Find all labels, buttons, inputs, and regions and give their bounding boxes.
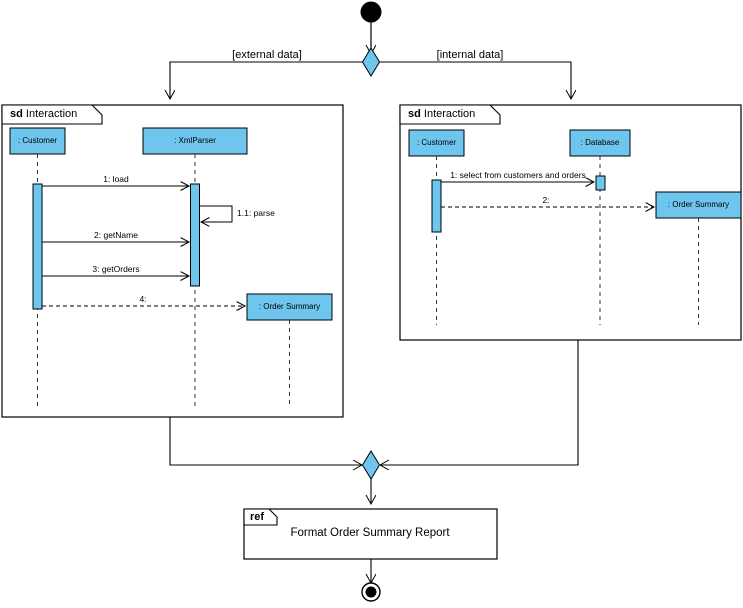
right-message-label-1: 1: select from customers and orders: [450, 170, 586, 180]
flow-right-frame-to-merge: [380, 340, 579, 465]
left-frame-keyword: sd: [10, 108, 23, 120]
left-lifeline-label-customer: : Customer: [17, 136, 58, 145]
right-lifeline-label-database: : Database: [580, 138, 620, 147]
initial-node: [360, 1, 382, 23]
ref-frame-tab: [243, 508, 278, 526]
left-message-label-3: 3: getOrders: [92, 264, 140, 274]
ref-frame-border: [243, 508, 498, 560]
flow-decision-to-left-frame: [170, 61, 363, 99]
right-frame-name: Interaction: [423, 108, 476, 120]
right-frame-tab-label: sd Interaction: [408, 109, 475, 120]
right-frame-tab: [399, 104, 501, 125]
decision-diamond: [361, 47, 381, 77]
right-lifeline-label-ordersummary: : Order Summary: [667, 200, 730, 209]
right-activation-database: [595, 175, 606, 191]
right-lifeline-label-customer: : Customer: [416, 138, 457, 147]
left-lifeline-label-ordersummary: : Order Summary: [258, 302, 321, 311]
left-message-label-4: 4:: [139, 294, 147, 304]
merge-diamond: [361, 450, 381, 480]
left-frame-border: [1, 104, 344, 418]
ref-frame-title: Format Order Summary Report: [290, 527, 450, 539]
left-lifeline-head-ordersummary: [246, 293, 333, 321]
left-lifeline-head-customer: [9, 127, 66, 155]
right-message-label-2: 2:: [542, 195, 550, 205]
activity-final-node-inner: [365, 586, 377, 598]
right-lifeline-head-ordersummary: [655, 191, 742, 219]
left-message-1-1-parse: [199, 205, 233, 222]
guard-label-internal: [internal data]: [436, 49, 504, 61]
right-activation-customer: [431, 179, 442, 233]
left-message-label-2: 2: getName: [94, 230, 138, 240]
guard-label-external: [external data]: [232, 49, 302, 61]
right-frame-keyword: sd: [408, 108, 421, 120]
ref-keyword-text: ref: [250, 511, 265, 523]
left-frame-tab: [1, 104, 103, 125]
left-frame-tab-label: sd Interaction: [10, 109, 77, 120]
flow-left-frame-to-merge: [169, 417, 362, 465]
left-activation-xmlparser: [190, 183, 200, 287]
left-activation-customer: [32, 183, 43, 310]
left-lifeline-label-xmlparser: : XmlParser: [174, 136, 216, 145]
flow-decision-to-right-frame: [379, 61, 572, 99]
right-lifeline-head-database: [569, 129, 631, 157]
left-message-label-1-1: 1.1: parse: [237, 208, 275, 218]
left-message-label-1: 1: load: [103, 174, 129, 184]
ref-frame-keyword: ref: [250, 512, 264, 523]
left-frame-name: Interaction: [25, 108, 78, 120]
